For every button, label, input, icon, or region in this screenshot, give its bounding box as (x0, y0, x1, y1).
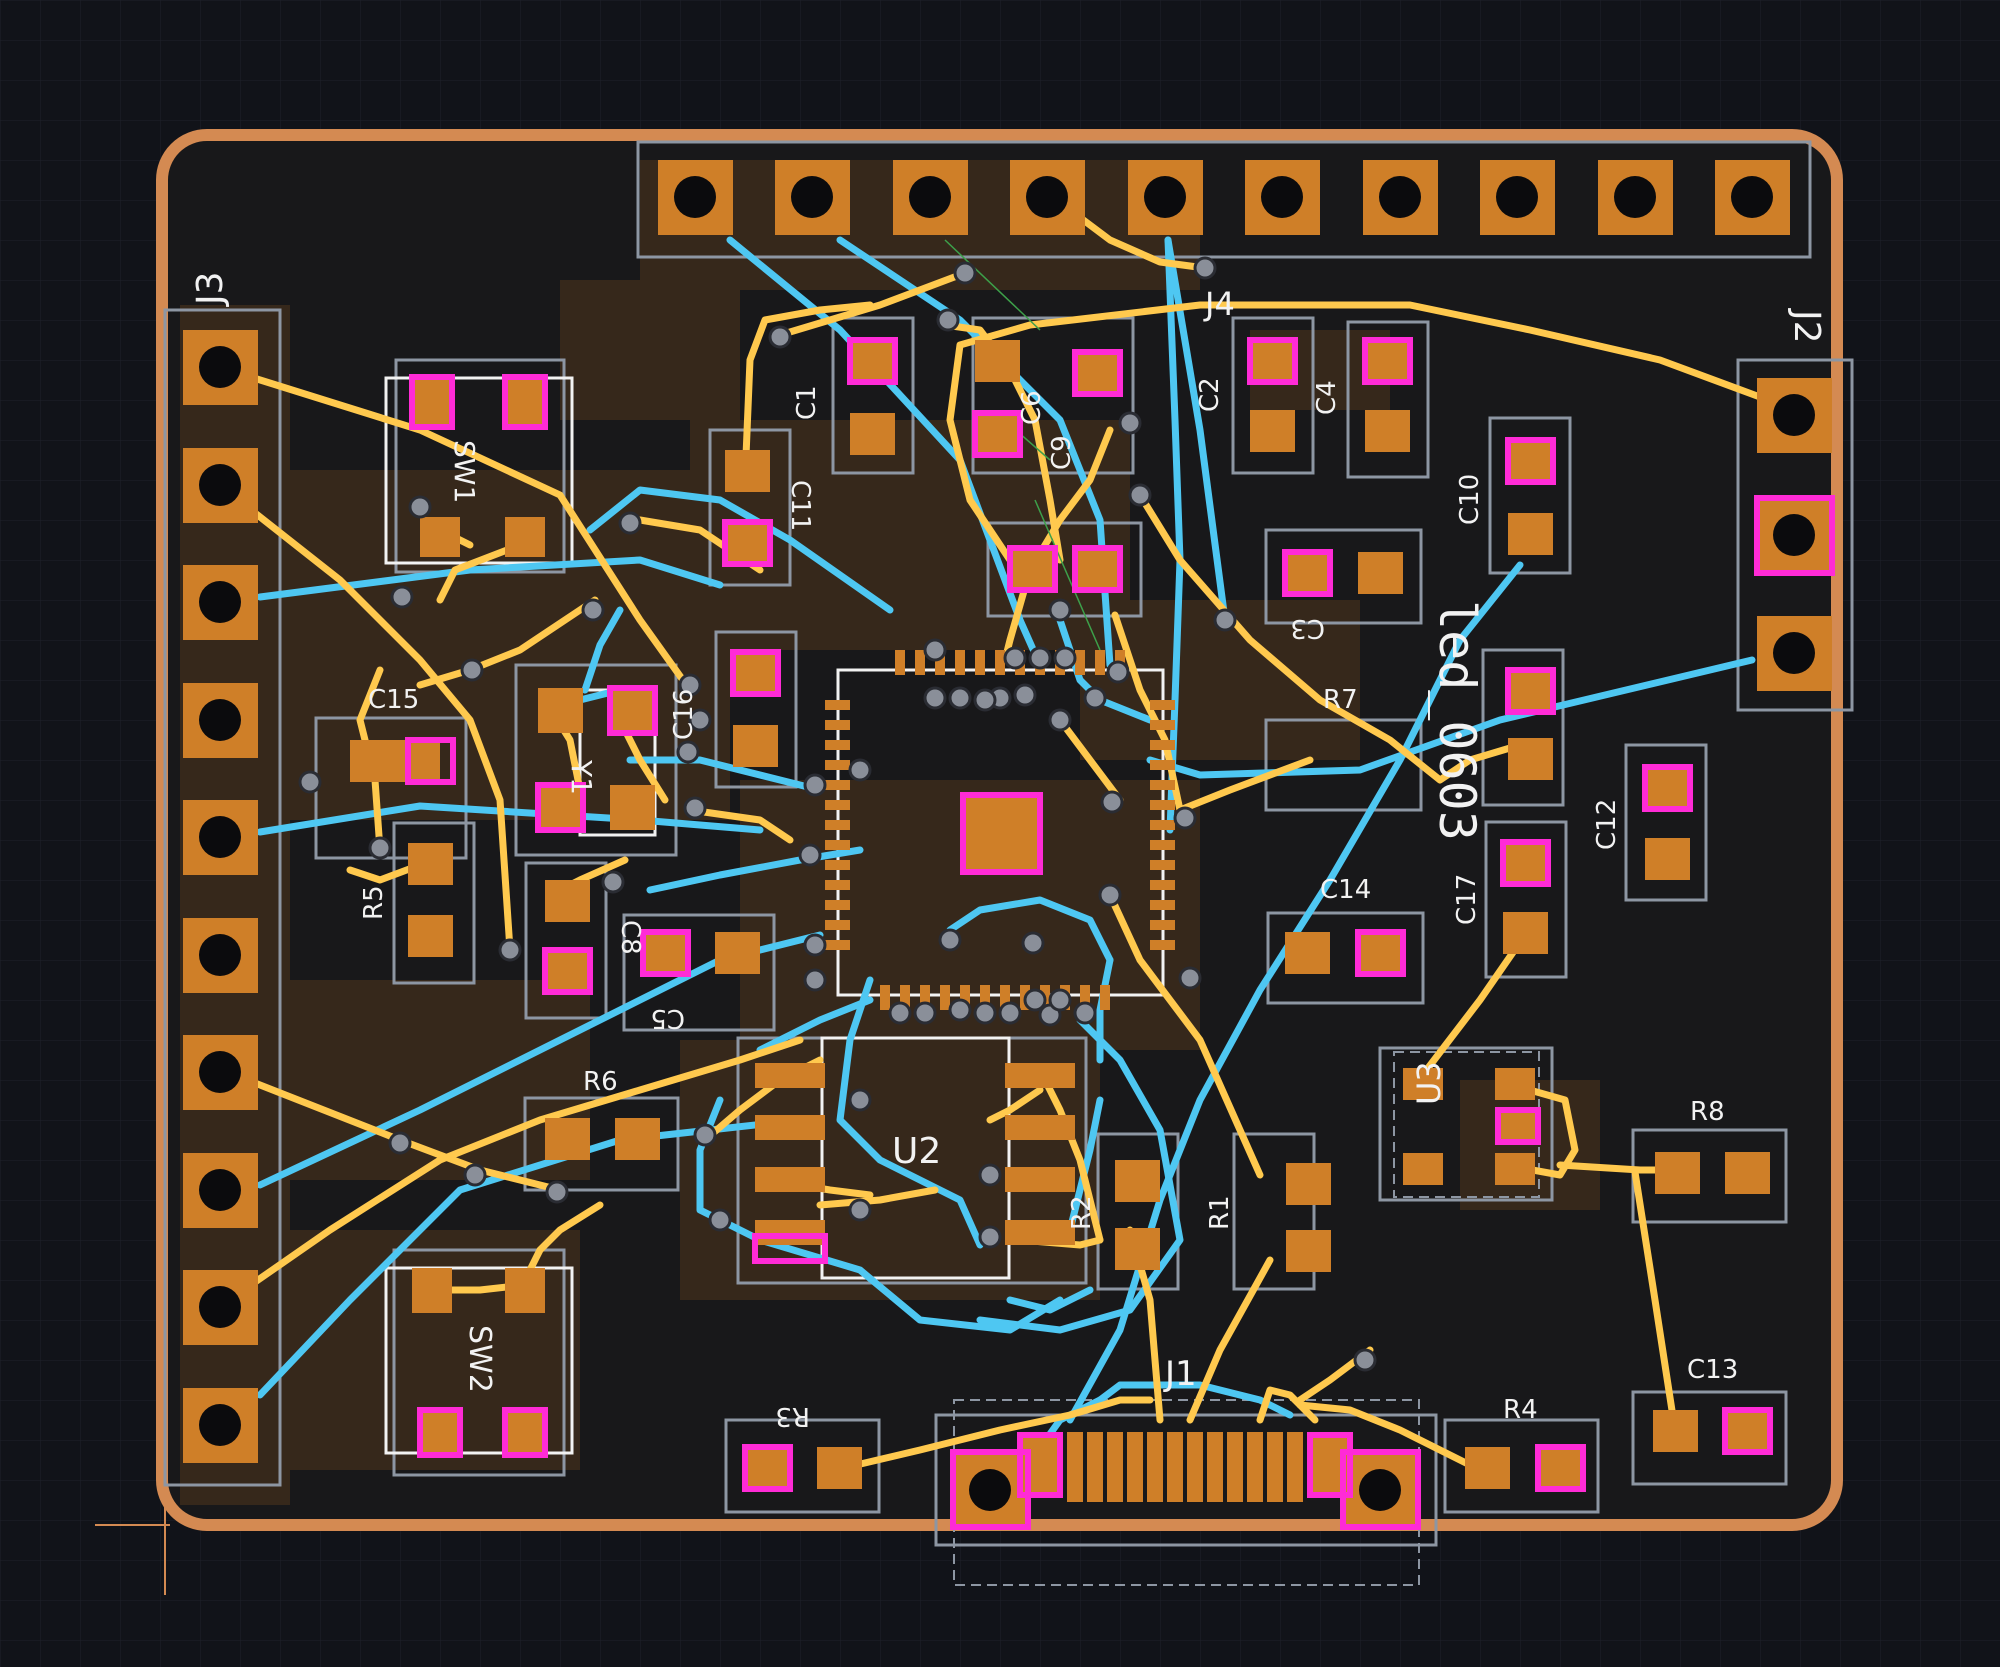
qfn-pins (825, 650, 1175, 1010)
label-j4: J4 (1203, 285, 1235, 323)
label-u3: U3 (1410, 1061, 1448, 1105)
label-r6: R6 (583, 1067, 618, 1097)
selected-pads (405, 337, 1835, 1530)
label-c4: C4 (1312, 380, 1342, 415)
label-c16: C16 (669, 689, 699, 740)
label-c6: C6 (1017, 390, 1047, 425)
label-y1: Y1 (565, 759, 598, 795)
traces-top (218, 191, 1799, 1474)
label-r8: R8 (1690, 1097, 1725, 1127)
label-j1: J1 (1163, 1354, 1197, 1394)
label-c10: C10 (1455, 474, 1485, 525)
label-j3: J3 (190, 271, 231, 307)
label-sw1: SW1 (448, 440, 481, 503)
label-r2: R2 (1067, 1195, 1097, 1230)
label-c12: C12 (1592, 799, 1622, 850)
label-c3: C3 (1290, 613, 1325, 643)
label-r3: R3 (775, 1401, 810, 1431)
vias (298, 256, 1377, 1372)
drill-holes (199, 176, 1815, 1511)
label-c2: C2 (1195, 377, 1225, 412)
footprint-text-led: led_0603 (1428, 600, 1486, 841)
label-c11: C11 (785, 480, 815, 531)
label-r5: R5 (359, 885, 389, 920)
pads[interactable] (183, 160, 1832, 1527)
label-c15: C15 (368, 685, 419, 715)
label-j2: J2 (1786, 308, 1827, 344)
silkscreen-labels: J3 J2 J4 J1 U2 U3 Y1 SW1 SW2 C1 C2 C3 C4… (190, 271, 1827, 1431)
label-c9: C9 (1047, 435, 1077, 470)
label-r1: R1 (1205, 1195, 1235, 1230)
j4-header-pins (658, 160, 1790, 235)
label-c8: C8 (615, 920, 645, 955)
label-c1: C1 (792, 385, 822, 420)
label-u2: U2 (892, 1131, 941, 1172)
label-r7: R7 (1323, 685, 1358, 715)
label-c14: C14 (1320, 875, 1371, 905)
label-c17: C17 (1452, 874, 1482, 925)
label-sw2: SW2 (462, 1325, 497, 1393)
label-r4: R4 (1503, 1395, 1538, 1425)
label-c13: C13 (1687, 1355, 1738, 1385)
label-c5: C5 (650, 1003, 685, 1033)
